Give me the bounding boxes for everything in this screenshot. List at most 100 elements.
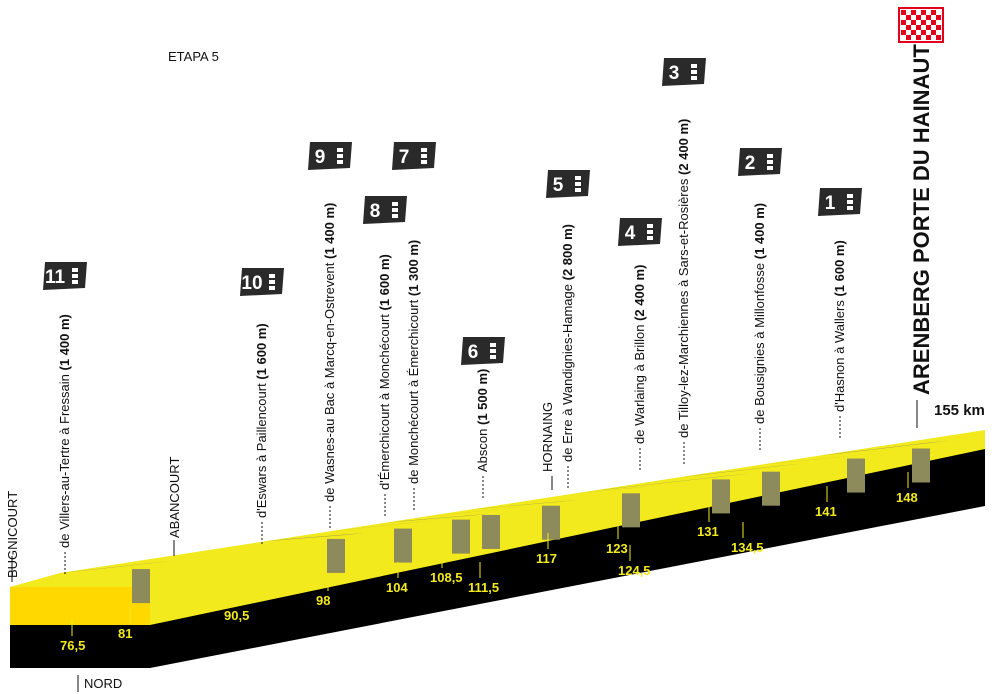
cobble-side: [762, 471, 780, 506]
sector-length: (1 300 m): [406, 240, 421, 296]
flag-square: [926, 35, 931, 40]
sector-length: (1 600 m): [832, 240, 847, 296]
km-marker: 117: [536, 551, 557, 566]
flag-square: [911, 10, 916, 15]
sector-label: de Tilloy-lez-Marchiennes à Sars-et-Rosi…: [676, 119, 691, 438]
sector-label: d'Eswars à Paillencourt (1 600 m): [254, 323, 269, 518]
sector-label: de Wasnes-au Bac à Marcq-en-Ostrevent (1…: [322, 203, 337, 502]
difficulty-star-icon: [421, 154, 427, 158]
sector-name: de Monchécourt à Émerchicourt: [406, 296, 421, 484]
cobble-side: [327, 538, 345, 573]
difficulty-star-icon: [421, 148, 427, 152]
km-marker: 98: [316, 593, 330, 608]
sector-number: 1: [825, 193, 836, 214]
difficulty-star-icon: [392, 214, 398, 218]
cobble-side: [622, 493, 640, 528]
flag-square: [921, 20, 926, 25]
sector-name: de Wasnes-au Bac à Marcq-en-Ostrevent: [322, 259, 337, 502]
sector-length: (1 600 m): [254, 323, 269, 379]
sector-name: d'Émerchicourt à Monchécourt: [377, 310, 392, 490]
cobble-sections: [60, 440, 950, 604]
difficulty-star-icon: [847, 206, 853, 210]
flag-square: [926, 15, 931, 20]
flag-square: [916, 15, 921, 20]
difficulty-star-icon: [490, 349, 496, 353]
difficulty-star-icon: [490, 343, 496, 347]
difficulty-star-icon: [575, 188, 581, 192]
difficulty-star-icon: [847, 200, 853, 204]
sector-label: de Villers-au-Tertre à Fressain (1 400 m…: [57, 314, 72, 548]
flag-square: [936, 15, 941, 20]
cobble-section: [265, 532, 365, 542]
km-marker: 111,5: [468, 580, 499, 595]
start-name: BUGNICOURT: [5, 491, 20, 578]
sector-label: de Bousignies à Millonfosse (1 400 m): [752, 203, 767, 424]
sector-length: (1 500 m): [475, 369, 490, 425]
flag-square: [906, 35, 911, 40]
difficulty-star-icon: [575, 182, 581, 186]
sector-number: 9: [315, 147, 326, 168]
finish-name: ARENBERG PORTE DU HAINAUT: [909, 44, 934, 395]
km-marker: 134,5: [731, 540, 764, 555]
difficulty-star-icon: [392, 202, 398, 206]
flag-square: [926, 25, 931, 30]
flag-square: [906, 25, 911, 30]
cobble-section: [760, 452, 885, 465]
difficulty-star-icon: [691, 76, 697, 80]
difficulty-star-icon: [767, 160, 773, 164]
sector-length: (1 600 m): [377, 254, 392, 310]
difficulty-star-icon: [767, 166, 773, 170]
cobble-side: [542, 505, 560, 540]
sector-label: de Warlaing à Brillon (2 400 m): [632, 265, 647, 444]
flag-square: [931, 10, 936, 15]
region-name: NORD: [84, 676, 122, 691]
road-base: [10, 447, 985, 668]
difficulty-star-icon: [269, 286, 275, 290]
km-marker: 131: [697, 524, 719, 539]
difficulty-star-icon: [691, 64, 697, 68]
difficulty-star-icon: [647, 224, 653, 228]
sector-number: 5: [553, 175, 564, 196]
cobble-side: [847, 458, 865, 493]
sector-label: de Monchécourt à Émerchicourt (1 300 m): [406, 240, 421, 484]
km-marker: 76,5: [60, 638, 85, 653]
difficulty-star-icon: [269, 274, 275, 278]
sector-number: 11: [45, 267, 66, 288]
flag-square: [916, 35, 921, 40]
sector-name: de Villers-au-Tertre à Fressain: [57, 371, 72, 549]
difficulty-star-icon: [647, 236, 653, 240]
sector-number: 10: [241, 273, 262, 294]
sector-leaders: [64, 416, 841, 576]
sector-number: 7: [399, 147, 410, 168]
sector-length: (2 800 m): [560, 224, 575, 280]
sector-label: Abscon (1 500 m): [475, 369, 490, 472]
sector-length: (1 400 m): [57, 314, 72, 370]
flag-square: [916, 25, 921, 30]
difficulty-star-icon: [647, 230, 653, 234]
cobble-section: [680, 463, 800, 478]
sector-length: (1 400 m): [322, 203, 337, 259]
checkered-flag-icon: [901, 10, 941, 40]
difficulty-star-icon: [575, 176, 581, 180]
difficulty-star-icon: [72, 274, 78, 278]
sector-name: de Warlaing à Brillon: [632, 321, 647, 444]
cobble-section: [420, 506, 520, 518]
flag-square: [936, 25, 941, 30]
km-marker: 81: [118, 626, 132, 641]
cobble-section: [330, 520, 432, 532]
cobble-side: [912, 448, 930, 483]
sector-label: de Erre à Wandignies-Hamage (2 800 m): [560, 224, 575, 462]
km-marker: 124,5: [618, 563, 651, 578]
flag-square: [911, 20, 916, 25]
km-marker: 141: [815, 504, 837, 519]
sector-number: 4: [625, 223, 636, 244]
difficulty-star-icon: [337, 148, 343, 152]
flag-square: [921, 10, 926, 15]
cobble-section: [590, 473, 750, 492]
sector-length: (2 400 m): [676, 119, 691, 175]
flag-square: [901, 30, 906, 35]
sector-name: d'Hasnon à Wallers: [832, 297, 847, 412]
sector-name: de Bousignies à Millonfosse: [752, 259, 767, 424]
